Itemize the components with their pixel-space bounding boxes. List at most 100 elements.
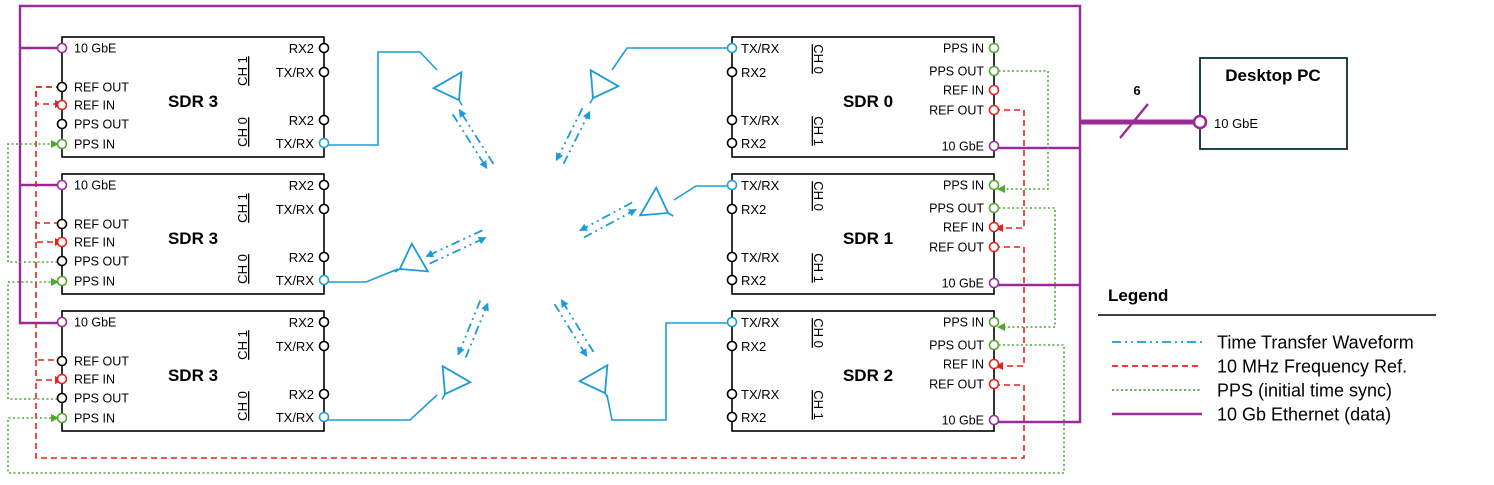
channel-label: CH 1 xyxy=(235,56,250,86)
channel-label: CH 0 xyxy=(811,181,826,211)
port-pps-out xyxy=(56,118,68,130)
port-label: REF IN xyxy=(74,236,115,250)
port-pps-out xyxy=(988,339,1000,351)
port-label: TX/RX xyxy=(741,113,780,128)
port-tx-rx xyxy=(318,203,330,215)
port-pps-in xyxy=(988,42,1000,54)
antenna-stem xyxy=(589,97,594,104)
port-tx-rx xyxy=(726,179,738,191)
port-rx2 xyxy=(318,251,330,263)
ref-loop-bottom xyxy=(35,380,1025,459)
port-label: 10 GbE xyxy=(942,414,984,428)
port-label: TX/RX xyxy=(741,41,780,56)
legend-label: 10 Gb Ethernet (data) xyxy=(1217,405,1391,425)
port-label: RX2 xyxy=(289,250,314,265)
legend-label: Time Transfer Waveform xyxy=(1217,333,1414,353)
sdr-box-frame xyxy=(61,310,325,432)
port-rx2 xyxy=(726,274,738,286)
feed-sdr3c xyxy=(324,394,438,421)
antenna-icon xyxy=(638,185,670,217)
port-label: PPS IN xyxy=(943,42,984,56)
port-label: 10 GbE xyxy=(942,140,984,154)
port-label: TX/RX xyxy=(741,178,780,193)
port-label: 10 GbE xyxy=(74,316,116,330)
port-pps-out xyxy=(988,65,1000,77)
bus-count-label: 6 xyxy=(1133,83,1140,98)
desktop-pc-frame xyxy=(1199,57,1348,150)
antenna-stem xyxy=(458,99,463,106)
desktop-pc-port xyxy=(1192,114,1208,130)
tt-arrow-sdr3c-rev xyxy=(457,300,482,356)
channel-label: CH 1 xyxy=(811,116,826,146)
port-pps-in xyxy=(988,179,1000,191)
port-label: RX2 xyxy=(289,178,314,193)
antenna-icon xyxy=(441,364,473,396)
port-rx2 xyxy=(726,137,738,149)
port-tx-rx xyxy=(318,411,330,423)
antenna-sdr2 xyxy=(577,363,609,399)
sdr-box-frame xyxy=(731,310,995,432)
ref-link-2 xyxy=(994,246,1025,370)
channel-label: CH 0 xyxy=(235,117,250,147)
desktop-pc-title: Desktop PC xyxy=(1225,66,1320,85)
sdr-box-frame xyxy=(61,36,325,158)
port-10-gbe xyxy=(988,414,1000,426)
port-label: REF OUT xyxy=(74,218,129,232)
antenna-icon xyxy=(398,241,430,273)
desktop-pc-port-label: 10 GbE xyxy=(1214,116,1258,131)
port-rx2 xyxy=(726,203,738,215)
tt-arrow-sdr0-fwd xyxy=(555,107,584,162)
port-label: REF OUT xyxy=(929,378,984,392)
channel-label: CH 0 xyxy=(235,391,250,421)
tt-arrow-sdr1-rev xyxy=(579,201,633,232)
port-label: RX2 xyxy=(289,113,314,128)
port-tx-rx xyxy=(726,114,738,126)
pps-link-2 xyxy=(994,207,1056,331)
port-label: PPS OUT xyxy=(929,339,984,353)
legend-title: Legend xyxy=(1108,286,1168,305)
port-label: PPS IN xyxy=(74,412,115,426)
port-label: TX/RX xyxy=(741,315,780,330)
port-label: REF OUT xyxy=(74,355,129,369)
port-ref-in xyxy=(988,221,1000,233)
antenna-sdr3b xyxy=(394,241,430,273)
port-label: TX/RX xyxy=(276,410,315,425)
tt-arrow-sdr2-rev xyxy=(560,299,595,353)
sdr-box-frame xyxy=(731,173,995,295)
port-10-gbe xyxy=(56,179,68,191)
ref-feed-3b xyxy=(35,86,62,224)
port-ref-in xyxy=(988,84,1000,96)
port-label: RX2 xyxy=(741,410,766,425)
port-label: RX2 xyxy=(741,273,766,288)
port-label: REF OUT xyxy=(929,104,984,118)
port-label: REF IN xyxy=(74,99,115,113)
feed-sdr0 xyxy=(611,47,732,71)
channel-label: CH 1 xyxy=(235,330,250,360)
antenna-icon xyxy=(577,363,609,395)
ref-link-3c xyxy=(35,360,63,384)
ref-feed-3c xyxy=(35,242,62,361)
channel-label: CH 0 xyxy=(811,44,826,74)
port-tx-rx xyxy=(726,251,738,263)
pps-link-1 xyxy=(994,70,1049,193)
port-label: REF IN xyxy=(74,373,115,387)
port-label: 10 GbE xyxy=(942,277,984,291)
port-pps-out xyxy=(56,255,68,267)
port-10-gbe xyxy=(56,42,68,54)
channel-label: CH 0 xyxy=(235,254,250,284)
legend-label: 10 MHz Frequency Ref. xyxy=(1217,357,1407,377)
port-label: 10 GbE xyxy=(74,42,116,56)
port-label: RX2 xyxy=(741,202,766,217)
port-pps-out xyxy=(988,202,1000,214)
feed-sdr3a xyxy=(324,51,438,146)
port-label: RX2 xyxy=(289,315,314,330)
ref-link-1 xyxy=(994,109,1025,232)
port-label: REF IN xyxy=(943,221,984,235)
port-rx2 xyxy=(726,411,738,423)
port-10-gbe xyxy=(988,140,1000,152)
